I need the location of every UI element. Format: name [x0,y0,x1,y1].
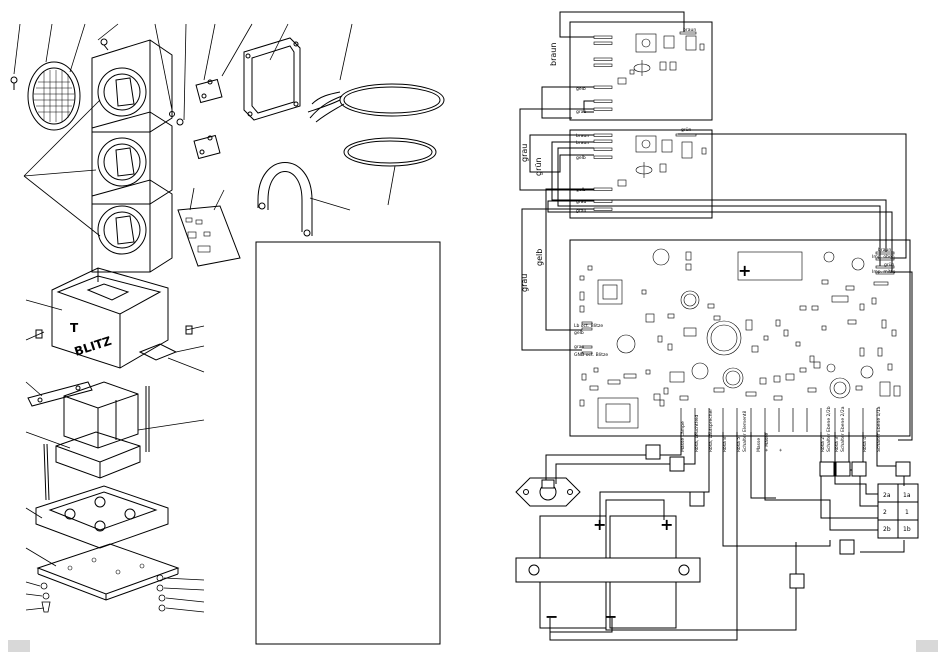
terminal-label-1: Rosa, Leuchtfeld [694,415,700,452]
page-marker-left [8,640,30,652]
pcb1-pin-braun: braun [683,27,696,33]
main-pin-imp-oben: Imp. oben [872,254,895,260]
switch-label-1a: 1a [903,492,911,499]
main-housing [25,267,169,369]
pcb2-pin-grau-1: grau [576,199,586,205]
terminal-label-10: Schalter Ebene 2/2b [826,406,832,452]
bottom-screws [25,574,205,613]
wire-label-grau-1: grau [520,144,529,162]
tray [25,431,141,479]
lamp-socket-1 [195,78,223,104]
cable-bundle-1 [307,83,445,123]
terminal-label-12: Schalter Ebene 2/2a [840,406,846,452]
switch-label-1: 1 [905,509,909,516]
bracket-strip [25,381,93,407]
wire-label-gelb: gelb [535,249,544,266]
switch-label-2a: 2a [883,492,891,499]
screw-part [10,76,18,90]
wires [519,11,913,641]
main-pin-gruen: grün [884,262,895,268]
battery-block [515,499,701,633]
pcb-plus-sign: + [738,261,751,280]
base-frame [25,485,169,549]
connector-block [138,343,205,373]
parts-list-box [255,241,441,645]
pcb2-pin-gruen: grün [681,127,692,133]
wire-label-braun: braun [549,43,558,66]
cable-bundle-2 [343,137,437,206]
terminal-label-6: Masse [756,438,762,452]
small-pcb [177,187,241,267]
base-plate [25,543,180,601]
terminal-label-7: + Masse [764,432,770,452]
main-pcb: + [569,239,911,437]
pcb2-pin-braun-1: braun [576,133,589,139]
terminal-label-5: Schalter Elementil [742,411,748,452]
board-mark-t: T [70,321,79,335]
battery-plus-2: + [660,515,673,534]
lamp-housing-3 [91,179,173,273]
battery-plus-1: + [593,515,606,534]
switch-label-1b: 1b [903,526,911,533]
grille-cover [27,61,81,131]
battery-minus-2: − [604,607,617,626]
wire-id-boxes [645,444,911,589]
pcb2-pin-grau-2: grau [576,208,586,214]
main-pin-imp-mitte: Imp. mitte [872,269,896,275]
pcb2-pin-braun-2: braun [576,140,589,146]
terminal-label-0: Masse Lampe [680,421,686,452]
main-pin-grau: grau [574,344,584,350]
main-pin-lb: Lb oct. Blitze [574,323,603,329]
wiring-diagram: + [515,11,919,641]
leader-lines-top [13,23,353,121]
pcb-1 [569,21,713,121]
wire-label-gruen: grün [534,157,543,176]
gasket-frame [243,37,301,121]
pcb2-pin-gelb-1: gelb [576,155,586,161]
terminal-label-13: Rosa 4 [862,437,868,452]
lamp-socket [515,477,581,507]
main-pin-gelb: gelb [574,330,584,336]
long-rods [43,386,150,501]
main-pin-gnd: GND oct. Blitze [574,352,608,358]
terminal-label-11: Rosa 3 [834,437,840,452]
terminal-label-4: Rosa 5 [736,437,742,452]
terminal-label-3: Rosa 8 [722,437,728,452]
small-screw-part [100,38,184,126]
pcb2-pin-gelb-2: gelb [576,187,586,193]
terminal-label-8: + [778,448,784,452]
lamp-socket-2 [193,134,221,160]
housing-leaders [23,99,101,237]
pcb1-pin-gelb: gelb [576,86,586,92]
side-screw [35,325,205,339]
terminal-label-2: Rosa, Lautsprecher [708,409,714,452]
pcb1-pin-grau: grau [576,109,586,115]
wire-label-grau-2: grau [520,274,529,292]
battery-minus-1: − [545,607,558,626]
page-marker-right [916,640,938,652]
switch-label-2: 2 [883,509,887,516]
terminal-label-9: Rosa 2 [820,437,826,452]
switch-label-2b: 2b [883,526,891,533]
main-pin-braun: braun [878,247,891,253]
terminal-label-14: Schalter Ebene 1/1a [876,406,882,452]
pcb-2 [569,129,713,219]
rotary-switch [877,483,919,539]
carry-strap [257,162,351,237]
